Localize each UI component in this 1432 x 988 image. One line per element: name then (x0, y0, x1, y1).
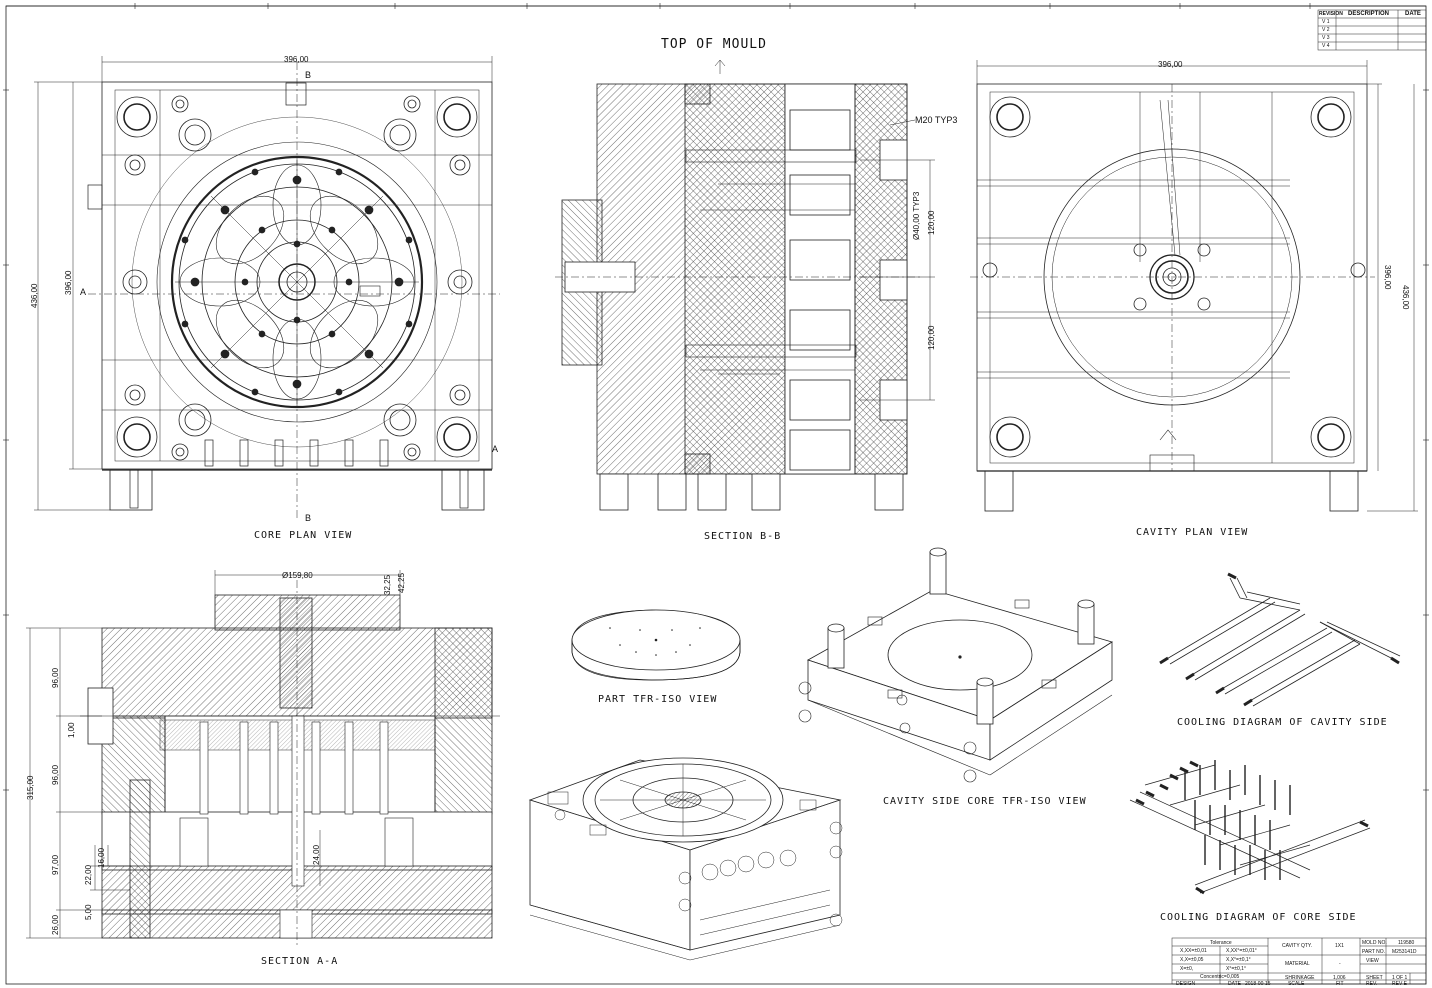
cavity-dimension-lines (976, 60, 1418, 512)
cooling-cavity-diagram (1159, 572, 1401, 707)
section-bb-view (555, 59, 935, 511)
section-marker-a-left: A (80, 287, 87, 297)
title-block (1171, 937, 1427, 985)
dim-aa-16: 16,00 (97, 847, 106, 868)
tb-scale-label: SCALE (1288, 981, 1305, 987)
dim-cavity-height-inner: 396,00 (1383, 265, 1392, 290)
section-aa-view (26, 570, 500, 945)
dim-bb-dia: Ø40,00 TYP3 (912, 191, 921, 240)
cooling-cavity-title: COOLING DIAGRAM OF CAVITY SIDE (1177, 717, 1388, 728)
tb-tol-cell: X,X°=±0,1° (1226, 957, 1251, 963)
section-marker-b-bottom: B (305, 513, 312, 523)
part-iso-view (571, 609, 741, 681)
tb-tol-cell: X,XX=±0,01 (1180, 948, 1207, 954)
section-aa-title: SECTION A-A (261, 956, 339, 967)
core-dimension-lines (34, 56, 500, 520)
tb-scale: FIT (1336, 981, 1344, 987)
border-ticks (3, 3, 1429, 791)
dim-aa-315: 315,00 (26, 775, 35, 800)
core-plan-view (87, 81, 493, 511)
dim-aa-97: 97,00 (51, 854, 60, 875)
dim-aa-24: 24,00 (312, 844, 321, 865)
dim-aa-4225: 42,25 (397, 572, 406, 593)
dim-bb-m20: M20 TYP3 (915, 115, 958, 125)
tb-cavity-qty-label: CAVITY QTY. (1282, 943, 1313, 949)
dim-cavity-width: 396,00 (1158, 60, 1183, 69)
tb-cavity-qty: 1X1 (1335, 943, 1344, 949)
sheet-border (5, 5, 1427, 985)
tb-material: - (1339, 961, 1341, 967)
tb-view-label: VIEW (1366, 958, 1379, 964)
tb-tol-cell: X°=±0,1° (1226, 966, 1246, 972)
rev-row: V 4 (1322, 43, 1330, 49)
tb-concentric: Concentric=0,005 (1200, 974, 1240, 980)
tb-tol-cell: X,X=±0,05 (1180, 957, 1204, 963)
cavity-iso-view (798, 547, 1113, 783)
rev-row: V 3 (1322, 35, 1330, 41)
tb-sheet-label: SHEET (1366, 975, 1383, 981)
tb-tolerance: Tolerance (1210, 940, 1232, 946)
tb-tol-cell: X=±0, (1180, 966, 1194, 972)
dim-aa-96-top: 96,00 (51, 667, 60, 688)
core-iso-view (528, 757, 843, 961)
section-bb-title: SECTION B-B (704, 531, 782, 542)
cavity-iso-view-title: CAVITY SIDE CORE TFR-ISO VIEW (883, 796, 1087, 807)
dim-bb-120-bot: 120,00 (927, 325, 936, 350)
dim-aa-dia: Ø159,80 (282, 571, 313, 580)
rev-header-revision: REVISION (1319, 11, 1343, 17)
dim-bb-120-top: 120,00 (927, 210, 936, 235)
dim-core-width: 396,00 (284, 55, 309, 64)
dim-core-height-inner: 396,00 (64, 270, 73, 295)
cooling-core-title: COOLING DIAGRAM OF CORE SIDE (1160, 912, 1357, 923)
rev-header-date: DATE (1405, 11, 1421, 17)
dim-aa-3225: 32,25 (383, 574, 392, 595)
tb-mold-no-label: MOLD NO. (1362, 940, 1387, 946)
section-marker-b-top: B (305, 70, 312, 80)
revision-table (1317, 9, 1427, 51)
dim-aa-96-mid: 96,00 (51, 764, 60, 785)
tb-material-label: MATERIAL (1285, 961, 1310, 967)
dim-aa-5: 5,00 (84, 904, 93, 920)
tb-rev-label: REV. (1366, 981, 1378, 987)
tb-date: 2018-00-15 (1245, 981, 1271, 987)
dim-core-height-outer: 436,00 (30, 283, 39, 308)
tb-date-label: DATE (1228, 981, 1241, 987)
tb-shrinkage-label: SHRINKAGE (1285, 975, 1315, 981)
rev-row: V 1 (1322, 19, 1330, 25)
cavity-plan-view-title: CAVITY PLAN VIEW (1136, 527, 1249, 538)
dim-aa-26: 26,00 (51, 914, 60, 935)
rev-header-description: DESCRIPTION (1348, 11, 1390, 17)
dim-aa-22: 22,00 (84, 864, 93, 885)
tb-design-label: DESIGN (1176, 981, 1196, 987)
rev-row: V 2 (1322, 27, 1330, 33)
tb-rev: REV E (1392, 981, 1408, 987)
part-iso-view-title: PART TFR-ISO VIEW (598, 694, 718, 705)
tb-part-no: M253141D (1392, 949, 1417, 955)
section-marker-a-right: A (492, 444, 499, 454)
core-plan-view-title: CORE PLAN VIEW (254, 530, 353, 541)
tb-shrinkage: 1,006 (1333, 975, 1346, 981)
tb-mold-no: 119580 (1398, 940, 1415, 946)
dim-aa-1-00: 1,00 (67, 722, 76, 738)
top-of-mould-label: TOP OF MOULD (661, 37, 767, 52)
tb-part-no-label: PART NO. (1362, 949, 1386, 955)
cavity-plan-view (970, 83, 1375, 512)
tb-tol-cell: X,XX°=±0,01° (1226, 948, 1257, 954)
dim-cavity-height-outer: 436,00 (1401, 285, 1410, 310)
cooling-core-diagram (1129, 760, 1371, 895)
tb-sheet: 1 OF 1 (1392, 975, 1408, 981)
